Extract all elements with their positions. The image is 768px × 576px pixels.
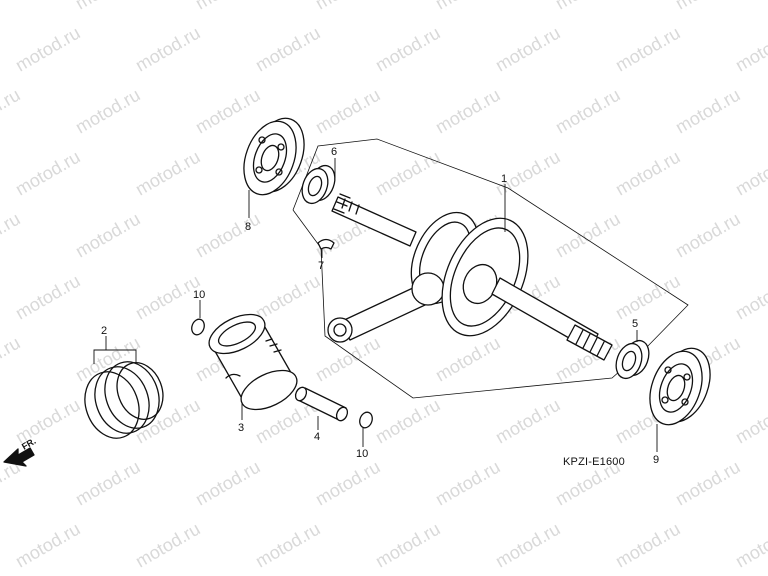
piston-pin-clip-lower: [359, 411, 373, 429]
piston-pin-clip-upper: [191, 318, 205, 336]
watermark-text: motod.ru: [552, 209, 624, 262]
woodruff-key: [317, 238, 335, 250]
leader-lines: [93, 158, 658, 452]
watermark-text: motod.ru: [432, 0, 504, 13]
callout-clip-lower: 10: [356, 448, 368, 460]
watermark-text: motod.ru: [432, 85, 504, 138]
watermark-text: motod.ru: [312, 457, 384, 510]
watermark-text: motod.ru: [132, 23, 204, 76]
watermark-text: motod.ru: [0, 333, 24, 386]
watermark-text: motod.ru: [12, 23, 84, 76]
watermark-text: motod.ru: [732, 271, 768, 324]
watermark-text: motod.ru: [312, 333, 384, 386]
watermark-text: motod.ru: [252, 23, 324, 76]
watermark-text: motod.ru: [72, 85, 144, 138]
watermark-text: motod.ru: [732, 519, 768, 572]
watermark-text: motod.ru: [0, 209, 24, 262]
callout-piston: 3: [238, 422, 244, 434]
watermark-text: motod.ru: [612, 147, 684, 200]
piston-rings: [84, 361, 164, 439]
watermark-text: motod.ru: [192, 457, 264, 510]
watermark-text: motod.ru: [372, 23, 444, 76]
watermark-text: motod.ru: [492, 519, 564, 572]
callout-piston-pin: 4: [314, 431, 320, 443]
callout-numbers: 1 2 3 4 5 6 7 8 9 10 10: [101, 146, 659, 466]
front-arrow-icon: [3, 447, 35, 467]
callout-ball-bearing-right: 9: [653, 454, 659, 466]
watermark-text: motod.ru: [0, 85, 24, 138]
watermark-text: motod.ru: [672, 209, 744, 262]
crankshaft: [327, 193, 613, 361]
callout-crankshaft: 1: [501, 173, 507, 185]
watermark-text: motod.ru: [72, 333, 144, 386]
watermark-text: motod.ru: [12, 147, 84, 200]
watermark-text: motod.ru: [72, 457, 144, 510]
callout-needle-bearing-left: 6: [331, 146, 337, 158]
watermark-text: motod.ru: [612, 23, 684, 76]
watermark-text: motod.ru: [252, 271, 324, 324]
watermark-text: motod.ru: [672, 457, 744, 510]
watermark-text: motod.ru: [192, 0, 264, 13]
diagram-code: KPZI-E1600: [563, 456, 625, 468]
watermark-text: motod.ru: [492, 395, 564, 448]
watermark-text: motod.ru: [552, 85, 624, 138]
needle-bearing-left: [301, 164, 336, 205]
needle-bearing-right: [615, 339, 650, 380]
watermark-text: motod.ru: [672, 0, 744, 13]
ball-bearing-left: [243, 117, 305, 196]
piston: [208, 313, 298, 411]
watermark-text: motod.ru: [252, 519, 324, 572]
watermark-text: motod.ru: [312, 0, 384, 13]
watermark-text: motod.ru: [372, 519, 444, 572]
watermark-text: motod.ru: [0, 0, 24, 13]
watermark-text: motod.ru: [732, 23, 768, 76]
watermark-text: motod.ru: [552, 0, 624, 13]
callout-clip-upper: 10: [193, 289, 205, 301]
watermark-text: motod.ru: [432, 333, 504, 386]
watermark-text: motod.ru: [12, 395, 84, 448]
watermark-text: motod.ru: [12, 519, 84, 572]
watermark-text: motod.ru: [732, 395, 768, 448]
watermark-text: motod.ru: [372, 395, 444, 448]
watermark-text: motod.ru: [732, 147, 768, 200]
callout-ball-bearing-left: 8: [245, 221, 251, 233]
watermark-text: motod.ru: [72, 209, 144, 262]
callout-needle-bearing-right: 5: [632, 318, 638, 330]
watermark-text: motod.ru: [132, 519, 204, 572]
watermark-text: motod.ru: [192, 85, 264, 138]
watermark-text: motod.ru: [612, 519, 684, 572]
watermark-text: motod.ru: [72, 0, 144, 13]
watermark-text: motod.ru: [492, 23, 564, 76]
callout-woodruff-key: 7: [318, 260, 324, 272]
watermark-text: motod.ru: [12, 271, 84, 324]
watermark-text: motod.ru: [132, 395, 204, 448]
watermark-text: motod.ru: [372, 147, 444, 200]
watermark-text: motod.ru: [192, 209, 264, 262]
ball-bearing-right: [649, 347, 711, 426]
watermark-text: motod.ru: [132, 147, 204, 200]
watermark-text: motod.ru: [312, 85, 384, 138]
watermark-text: motod.ru: [672, 85, 744, 138]
watermark-text: motod.ru: [432, 457, 504, 510]
piston-pin: [294, 386, 349, 422]
callout-piston-rings: 2: [101, 325, 107, 337]
